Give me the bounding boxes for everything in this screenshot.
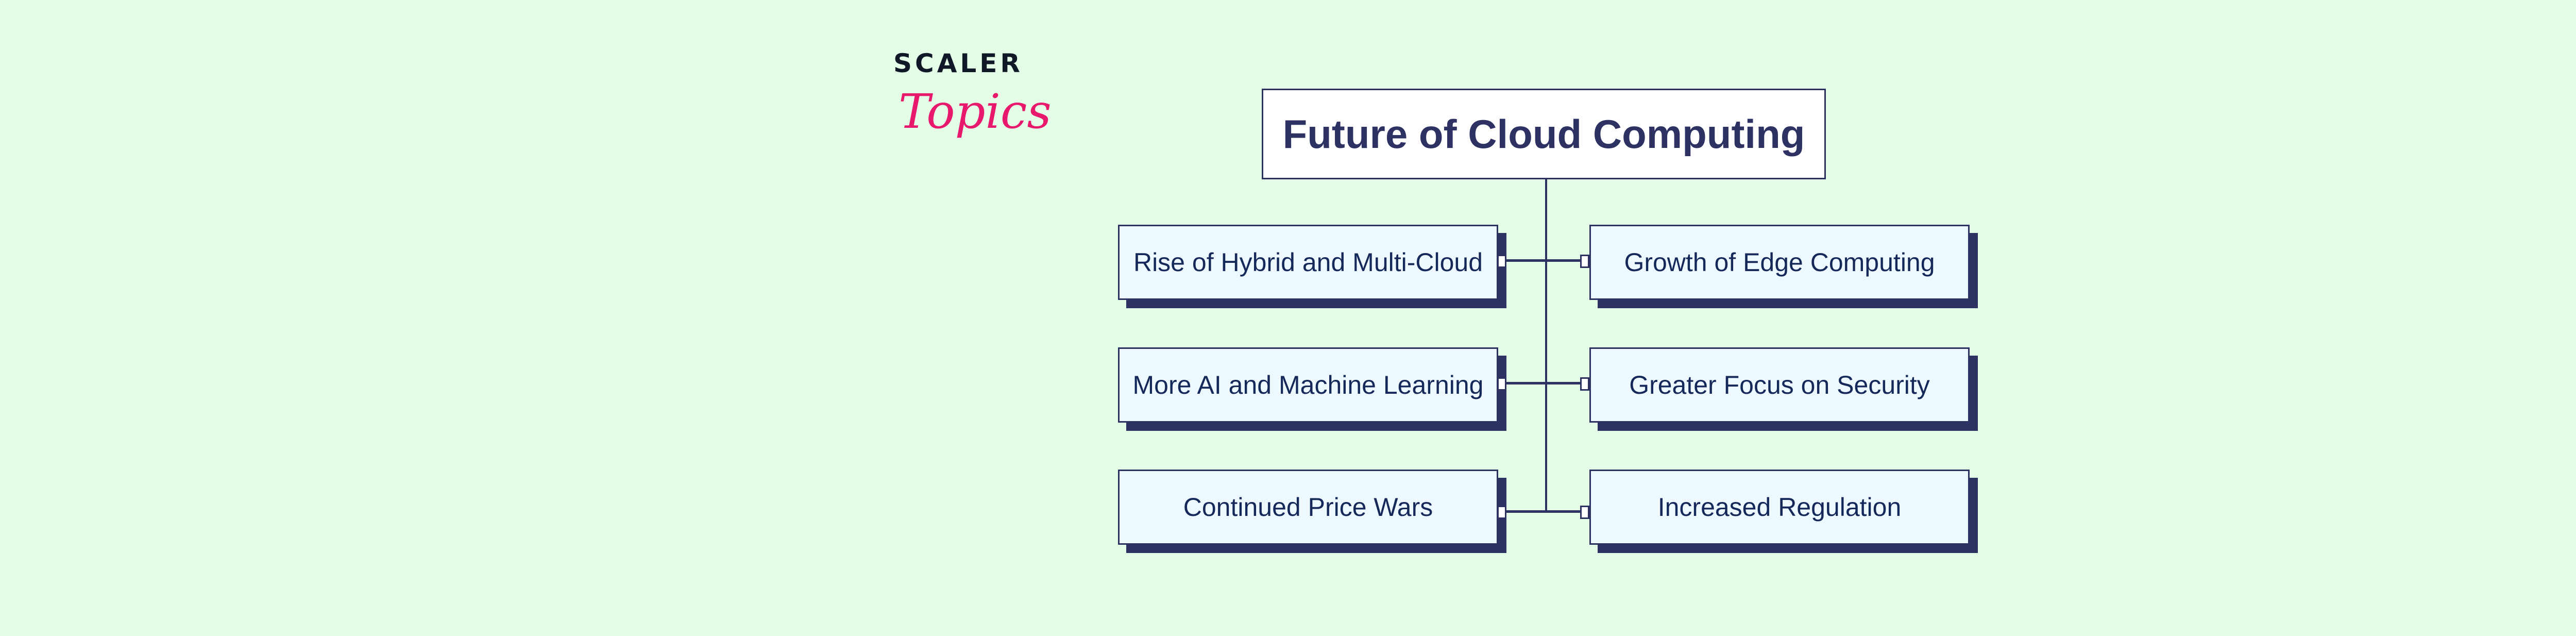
connector-port — [1497, 255, 1506, 268]
connector-port — [1497, 377, 1506, 391]
scaler-topics-logo: SCALER Topics — [893, 48, 1052, 157]
node-right-3: Increased Regulation — [1589, 470, 1970, 545]
node-label: Continued Price Wars — [1183, 493, 1433, 522]
node-right-2: Greater Focus on Security — [1589, 347, 1970, 423]
connector-port — [1580, 377, 1589, 391]
node-left-2: More AI and Machine Learning — [1118, 347, 1498, 423]
node-label: More AI and Machine Learning — [1132, 371, 1484, 399]
node-right-1: Growth of Edge Computing — [1589, 225, 1970, 300]
node-label: Increased Regulation — [1657, 493, 1902, 522]
branch-connector — [1503, 259, 1591, 262]
diagram-title: Future of Cloud Computing — [1282, 111, 1805, 157]
logo-sub: Topics — [899, 84, 1052, 139]
trunk-connector — [1545, 179, 1547, 512]
node-label: Rise of Hybrid and Multi-Cloud — [1133, 248, 1483, 277]
branch-connector — [1503, 510, 1591, 513]
node-label: Greater Focus on Security — [1629, 371, 1930, 399]
logo-brand: SCALER — [893, 48, 1023, 78]
connector-port — [1580, 255, 1589, 268]
connector-port — [1497, 506, 1506, 519]
branch-connector — [1503, 382, 1591, 384]
node-left-1: Rise of Hybrid and Multi-Cloud — [1118, 225, 1498, 300]
connector-port — [1580, 506, 1589, 519]
node-label: Growth of Edge Computing — [1624, 248, 1935, 277]
root-node: Future of Cloud Computing — [1262, 89, 1826, 179]
node-left-3: Continued Price Wars — [1118, 470, 1498, 545]
